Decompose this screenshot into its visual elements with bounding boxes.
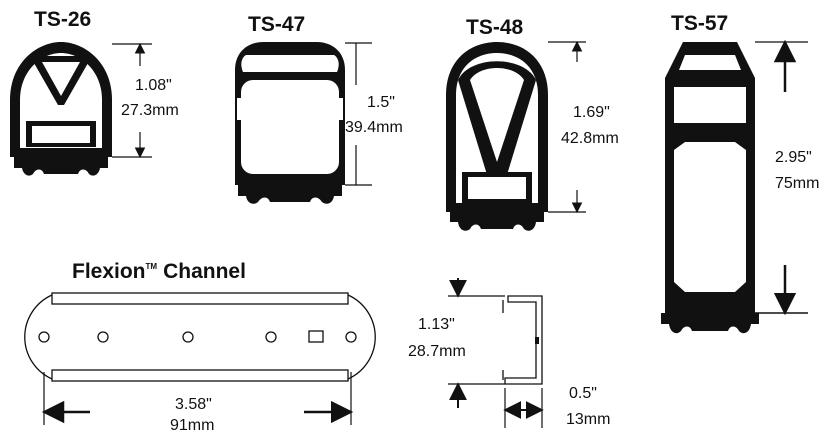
ts-57-height-mm: 75mm xyxy=(775,175,819,192)
channel-title-suffix: Channel xyxy=(163,260,246,283)
profile-ts-57: TS-57 2.95" 75mm xyxy=(661,12,819,334)
channel-height-mm: 28.7mm xyxy=(408,343,466,360)
channel-height-inches: 1.13" xyxy=(418,316,455,333)
channel-length-mm: 91mm xyxy=(170,417,214,434)
channel-length-inches: 3.58" xyxy=(175,396,212,413)
ts-47-label: TS-47 xyxy=(248,13,305,36)
channel-width-inches: 0.5" xyxy=(569,385,597,402)
channel-width-mm: 13mm xyxy=(566,411,610,428)
ts-26-height-inches: 1.08" xyxy=(135,77,172,94)
ts-47-shape xyxy=(235,42,345,204)
ts-48-shape xyxy=(446,42,548,231)
flexion-channel-shape xyxy=(24,292,376,382)
ts-57-shape xyxy=(661,42,759,334)
ts-48-height-inches: 1.69" xyxy=(573,104,610,121)
ts-26-height-mm: 27.3mm xyxy=(121,102,179,119)
flexion-channel: FlexionTM Channel 3.58" 91mm xyxy=(24,260,376,434)
channel-cross-section: 1.13" 28.7mm 0.5" 13mm xyxy=(408,278,610,428)
ts-48-label: TS-48 xyxy=(466,16,524,39)
ts-26-label: TS-26 xyxy=(34,8,91,31)
flexion-channel-title: FlexionTM Channel xyxy=(72,260,246,283)
ts-47-height-mm: 39.4mm xyxy=(345,119,403,136)
ts-26-shape xyxy=(10,42,112,176)
ts-57-height-inches: 2.95" xyxy=(775,149,812,166)
channel-title-text: Flexion xyxy=(72,260,146,283)
ts-57-label: TS-57 xyxy=(671,12,728,35)
profile-ts-26: TS-26 1.08" 27.3mm xyxy=(10,8,179,176)
ts-48-height-mm: 42.8mm xyxy=(561,130,619,147)
trademark-mark: TM xyxy=(146,262,158,271)
channel-cross-section-shape xyxy=(502,295,543,385)
profile-ts-48: TS-48 1.69" 42.8mm xyxy=(446,16,619,231)
profile-ts-47: TS-47 1.5" 39.4mm xyxy=(235,13,403,204)
ts-47-height-inches: 1.5" xyxy=(367,94,395,111)
